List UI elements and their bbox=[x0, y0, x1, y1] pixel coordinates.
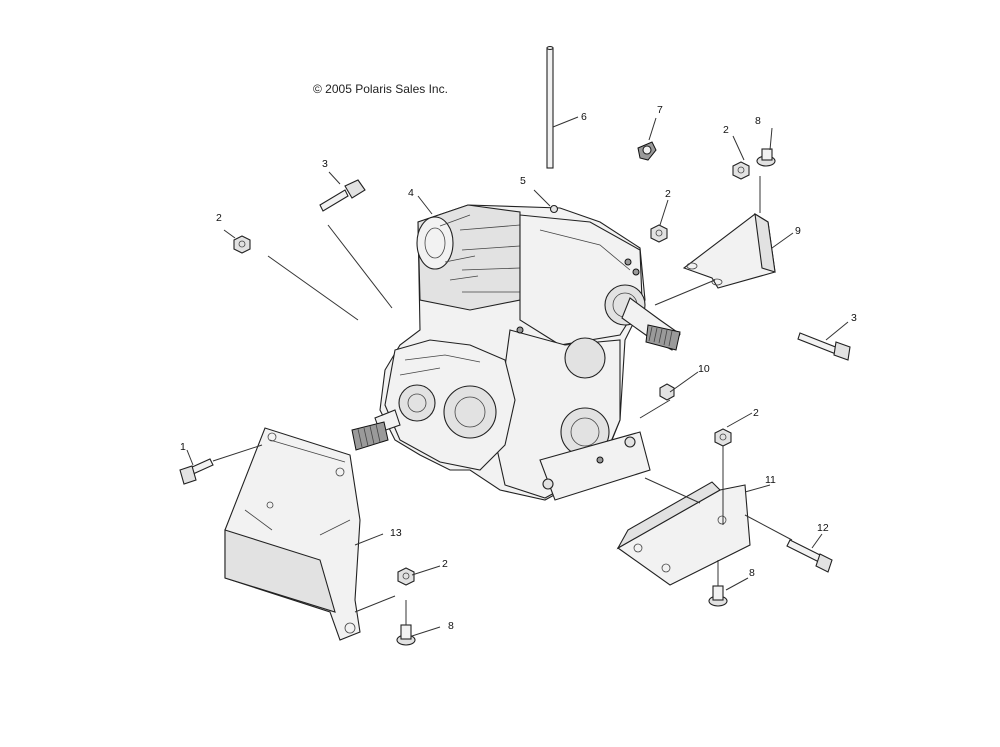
bracket-part-9 bbox=[682, 212, 776, 289]
callout-2: 2 bbox=[753, 407, 759, 419]
callout-8: 8 bbox=[448, 620, 454, 632]
callout-10: 10 bbox=[698, 363, 710, 375]
bracket-part-11 bbox=[616, 481, 751, 586]
flange-bolt-part bbox=[396, 624, 416, 646]
callout-2: 2 bbox=[723, 124, 729, 136]
callout-13: 13 bbox=[390, 527, 402, 539]
nut-part bbox=[714, 428, 732, 447]
leader-lines bbox=[186, 116, 849, 637]
callout-5: 5 bbox=[520, 175, 526, 187]
callout-6: 6 bbox=[581, 111, 587, 123]
transmission-assembly bbox=[351, 204, 681, 501]
vent-fitting-part bbox=[637, 141, 657, 161]
callout-8: 8 bbox=[755, 115, 761, 127]
nut-part bbox=[732, 161, 750, 180]
callout-12: 12 bbox=[817, 522, 829, 534]
callout-1: 1 bbox=[180, 441, 186, 453]
small-nut-part bbox=[549, 204, 559, 214]
bracket-part-13 bbox=[224, 427, 361, 641]
callout-9: 9 bbox=[795, 225, 801, 237]
rod-part bbox=[546, 45, 554, 169]
nut-part bbox=[233, 235, 251, 254]
callout-7: 7 bbox=[657, 104, 663, 116]
flange-bolt-part bbox=[756, 148, 776, 167]
nut-part bbox=[397, 567, 415, 586]
nut-part-10 bbox=[659, 383, 675, 401]
bolt-part-1 bbox=[179, 458, 214, 485]
callout-4: 4 bbox=[408, 187, 414, 199]
flange-bolt-part bbox=[708, 585, 728, 607]
bolt-part-12 bbox=[786, 539, 833, 573]
callout-2: 2 bbox=[665, 188, 671, 200]
callout-8: 8 bbox=[749, 567, 755, 579]
callout-11: 11 bbox=[765, 474, 776, 486]
nut-part bbox=[650, 224, 668, 243]
callout-2: 2 bbox=[216, 212, 222, 224]
bolt-part bbox=[319, 179, 366, 212]
callout-3: 3 bbox=[322, 158, 328, 170]
callout-labels: 1 2 2 2 2 2 3 3 4 5 6 7 8 8 8 9 10 11 12… bbox=[180, 104, 857, 632]
bolt-part bbox=[797, 332, 851, 361]
callout-2: 2 bbox=[442, 558, 448, 570]
callout-3: 3 bbox=[851, 312, 857, 324]
copyright-notice: © 2005 Polaris Sales Inc. bbox=[313, 82, 448, 96]
